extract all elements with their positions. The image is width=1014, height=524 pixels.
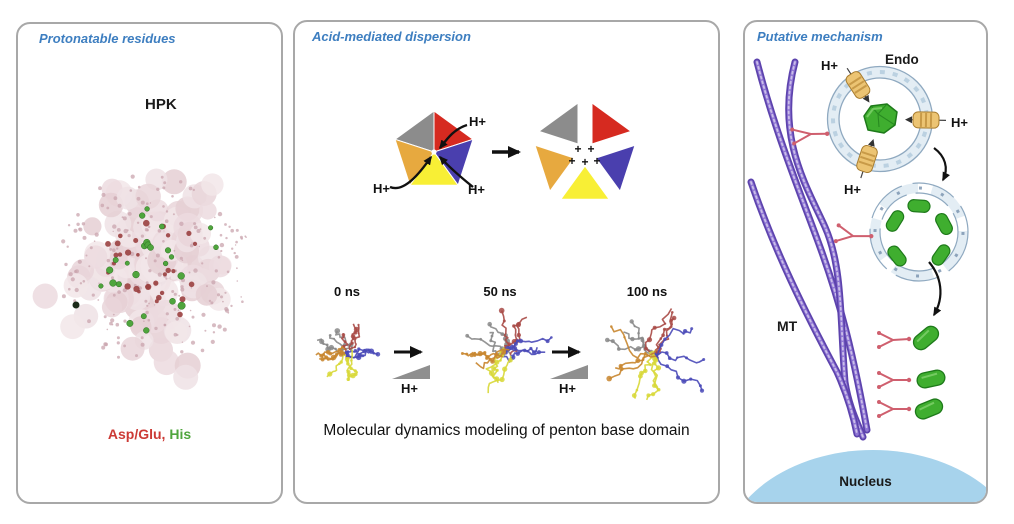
legend-his: His <box>169 426 192 442</box>
mechanism-illustration <box>745 58 986 502</box>
panel3-title: Putative mechanism <box>757 29 883 44</box>
proton-pump-bottom <box>856 139 878 179</box>
panel1-title: Protonatable residues <box>39 31 176 46</box>
hplus-label-bottom-left: H+ <box>373 181 390 196</box>
svg-text:+: + <box>574 142 581 156</box>
hplus-endo-right: H+ <box>951 115 968 130</box>
proton-gradient-ramp-1 <box>392 365 430 379</box>
panel-putative-mechanism: Putative mechanism <box>743 20 988 504</box>
hplus-label-top: H+ <box>469 114 486 129</box>
penton-dispersed: + + + + + <box>534 102 636 200</box>
endosome-label: Endo <box>885 52 919 67</box>
svg-text:+: + <box>581 155 588 169</box>
positive-charges: + + + + + <box>568 142 600 169</box>
escape-arrow <box>928 261 942 317</box>
hplus-label-bottom-right: H+ <box>468 182 485 197</box>
panel-protonatable-residues: Protonatable residues HPK Asp/Glu, His <box>16 22 283 504</box>
md-snapshot-0ns <box>315 323 381 381</box>
legend-asp-glu: Asp/Glu <box>107 426 162 442</box>
endosome-intact <box>826 65 947 179</box>
dispersion-illustration: + + + + + <box>315 102 706 401</box>
hplus-endo-bottom: H+ <box>844 182 861 197</box>
motor-capsomer-1 <box>877 331 912 349</box>
timepoint-50ns: 50 ns <box>483 284 517 299</box>
timepoint-100ns: 100 ns <box>626 284 668 299</box>
svg-text:+: + <box>568 154 575 168</box>
endosome-ruptured <box>869 182 969 282</box>
maturation-arrow <box>933 147 950 182</box>
proton-pump-top <box>845 67 871 103</box>
nucleus-label: Nucleus <box>839 474 892 489</box>
motor-capsomer-2 <box>877 371 912 389</box>
penton-intact <box>393 110 475 187</box>
hplus-endo-top: H+ <box>821 58 838 73</box>
md-snapshot-50ns <box>460 307 553 394</box>
virus-capsid <box>863 103 898 134</box>
nucleus-shape <box>745 450 986 502</box>
proton-arrows <box>389 123 474 190</box>
microtubules <box>747 58 871 441</box>
hplus-ramp-2: H+ <box>559 381 576 396</box>
proton-pump-right <box>905 111 947 129</box>
molecule-surface <box>32 168 247 390</box>
md-snapshot-100ns <box>605 308 706 401</box>
legend-separator: , <box>161 426 170 442</box>
motor-capsomer-3 <box>877 400 912 418</box>
md-caption: Molecular dynamics modeling of penton ba… <box>323 422 690 439</box>
timepoint-0ns: 0 ns <box>333 284 361 299</box>
panel2-title: Acid-mediated dispersion <box>312 29 471 44</box>
panel-acid-mediated-dispersion: Acid-mediated dispersion <box>293 20 720 504</box>
proton-gradient-ramp-2 <box>550 365 588 379</box>
motor-complexes <box>790 127 912 418</box>
motor-endosome2 <box>833 223 874 244</box>
motor-endosome1 <box>790 127 830 146</box>
svg-text:+: + <box>593 154 600 168</box>
residue-legend: Asp/Glu, His <box>18 426 281 442</box>
transported-capsomers <box>912 325 946 420</box>
microtubule-label: MT <box>777 318 798 334</box>
hpk-label: HPK <box>145 96 177 113</box>
dispersed-capsomers <box>885 199 953 267</box>
hplus-ramp-1: H+ <box>401 381 418 396</box>
penton-molecule-illustration <box>32 168 247 390</box>
svg-text:+: + <box>587 142 594 156</box>
